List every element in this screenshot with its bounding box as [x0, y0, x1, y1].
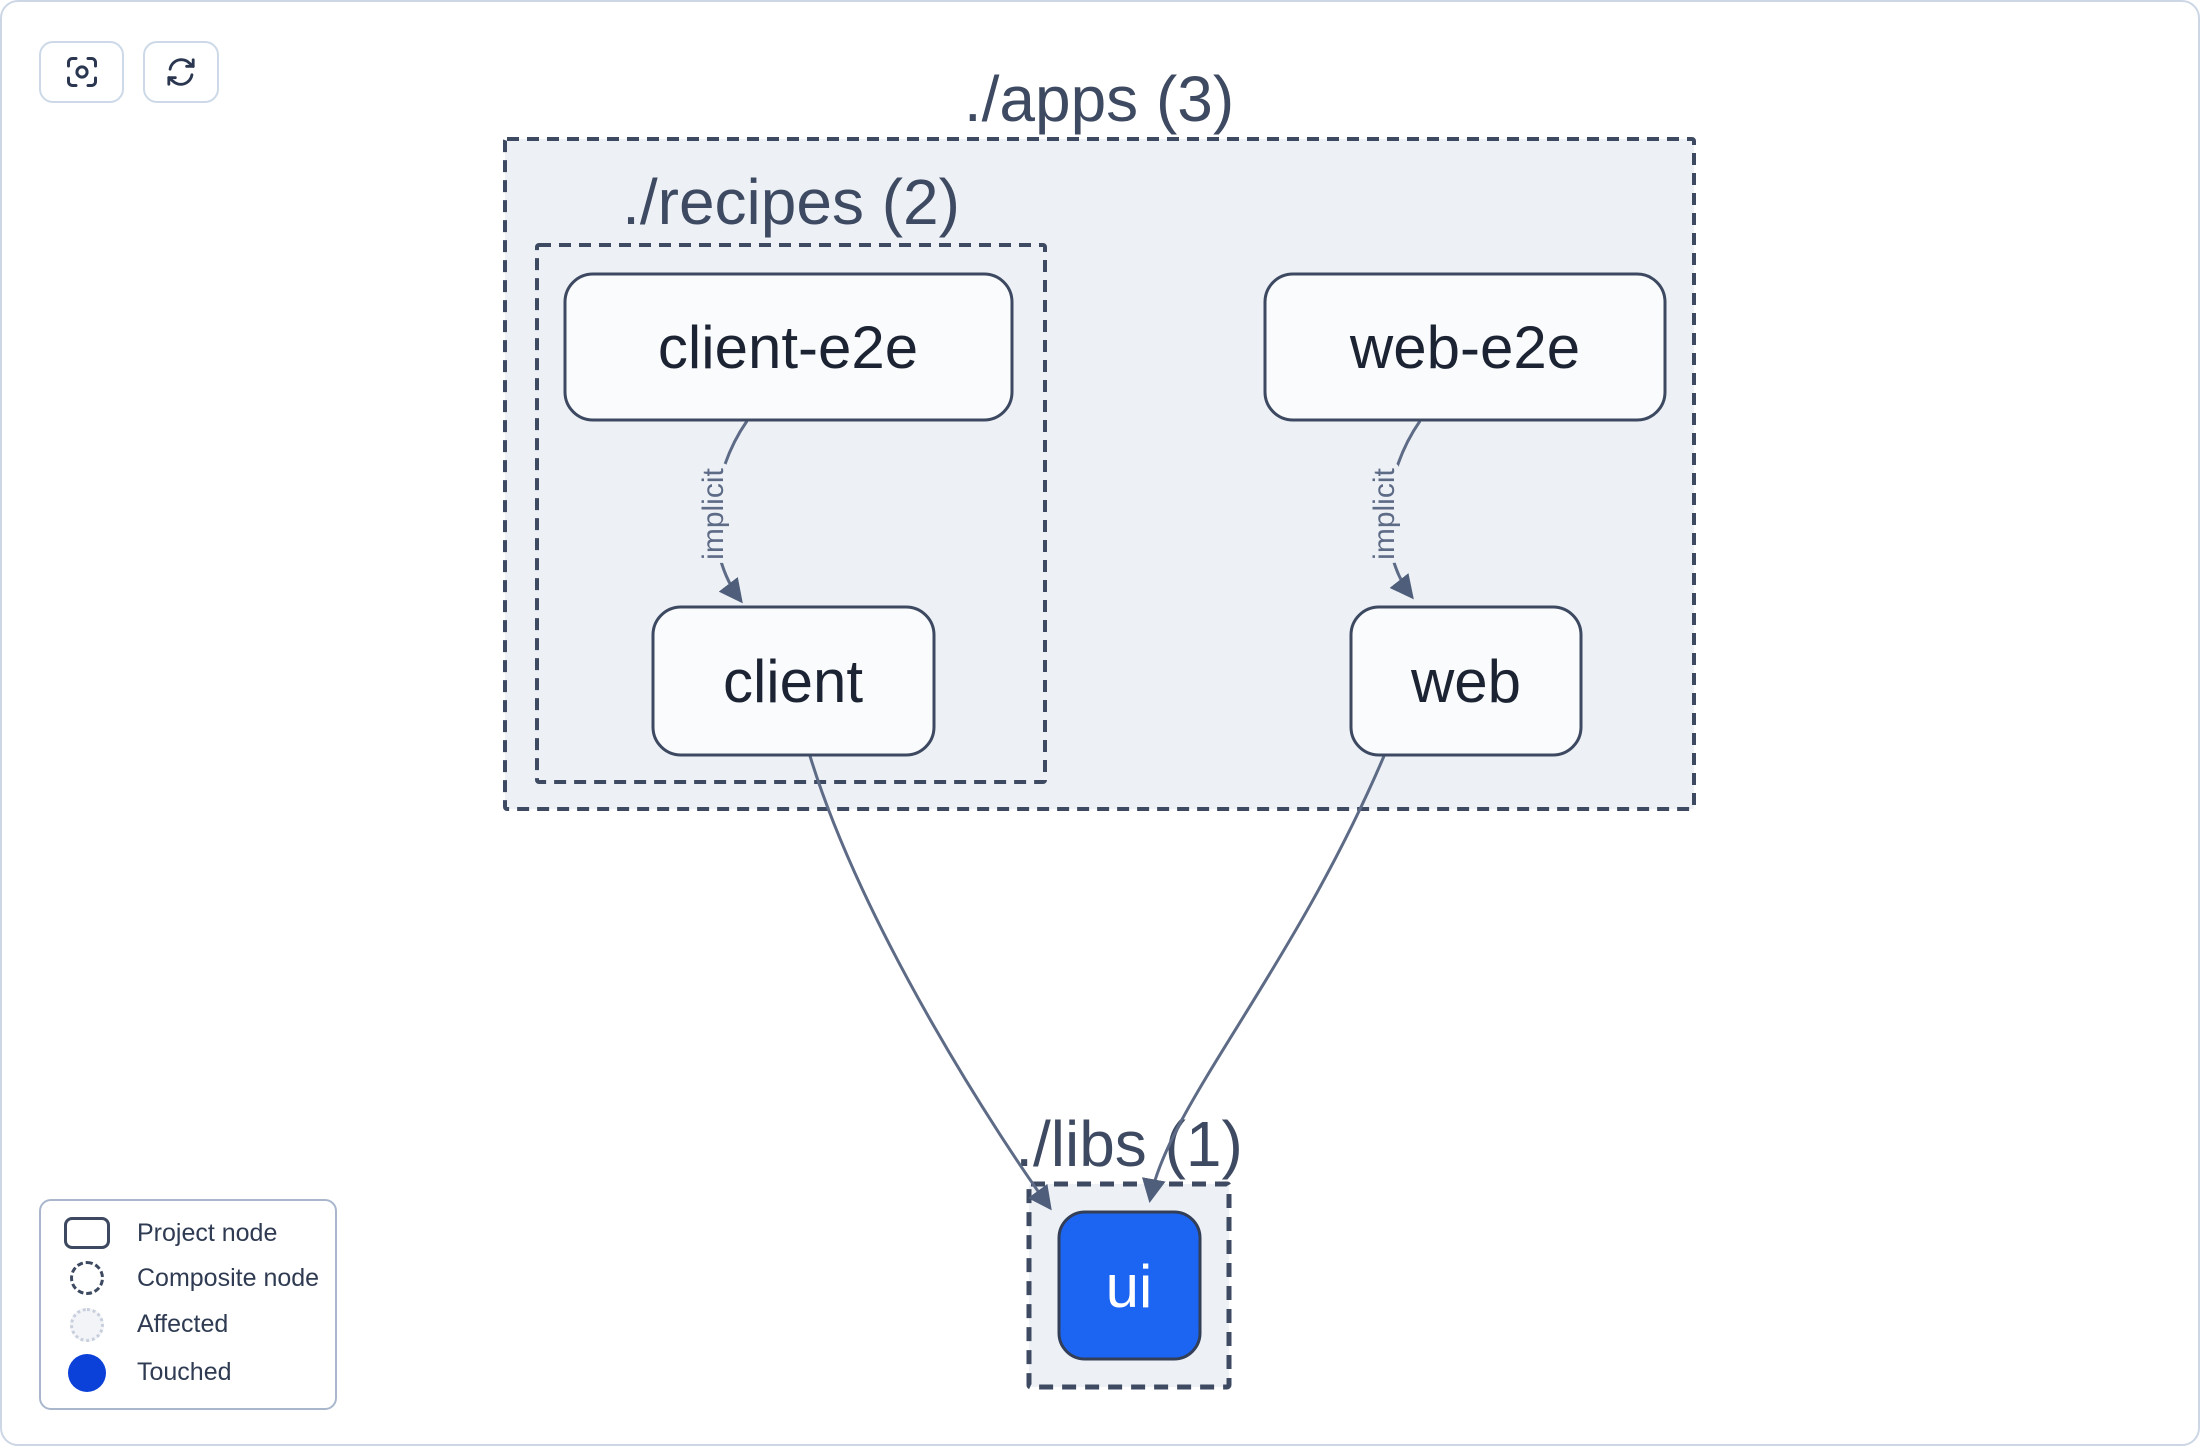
group-label-apps: ./apps (3)	[964, 63, 1234, 135]
refresh-icon	[167, 58, 195, 86]
legend-label: Affected	[137, 1310, 229, 1339]
node-label-web-e2e: web-e2e	[1349, 314, 1580, 381]
graph-legend: Project node Composite node Affected Tou…	[39, 1199, 337, 1410]
edge-label-implicit-client: implicit	[697, 468, 730, 560]
legend-label: Touched	[137, 1358, 232, 1387]
legend-label: Composite node	[137, 1263, 320, 1292]
edge-client-to-ui[interactable]	[808, 755, 1052, 1211]
project-node-swatch	[64, 1217, 110, 1250]
edge-web-to-ui[interactable]	[1141, 755, 1386, 1203]
refresh-button[interactable]	[143, 41, 219, 103]
legend-item-touched: Touched	[63, 1353, 325, 1392]
group-label-recipes: ./recipes (2)	[622, 166, 960, 238]
node-ui[interactable]: ui	[1057, 1210, 1202, 1361]
legend-item-composite-node: Composite node	[63, 1261, 325, 1296]
node-client[interactable]: client	[651, 605, 936, 757]
composite-node-swatch	[70, 1261, 104, 1296]
node-client-e2e[interactable]: client-e2e	[563, 272, 1014, 422]
focus-icon	[66, 57, 97, 87]
composite-group-recipes[interactable]	[535, 243, 1047, 784]
center-graph-button[interactable]	[39, 41, 124, 103]
touched-swatch	[68, 1353, 106, 1392]
node-web-e2e[interactable]: web-e2e	[1263, 272, 1667, 422]
group-label-libs: ./libs (1)	[1015, 1108, 1243, 1180]
node-web[interactable]: web	[1349, 605, 1583, 757]
node-label-client: client	[723, 648, 863, 715]
legend-item-project-node: Project node	[63, 1217, 325, 1250]
edge-label-implicit-web: implicit	[1368, 468, 1401, 560]
node-label-ui: ui	[1106, 1253, 1153, 1320]
legend-item-affected: Affected	[63, 1307, 325, 1342]
edge-client-e2e-to-client[interactable]	[713, 420, 749, 604]
edge-web-e2e-to-web[interactable]	[1386, 420, 1422, 600]
node-label-client-e2e: client-e2e	[658, 314, 918, 381]
node-label-web: web	[1410, 648, 1521, 715]
affected-swatch	[70, 1307, 104, 1342]
legend-label: Project node	[137, 1218, 278, 1247]
